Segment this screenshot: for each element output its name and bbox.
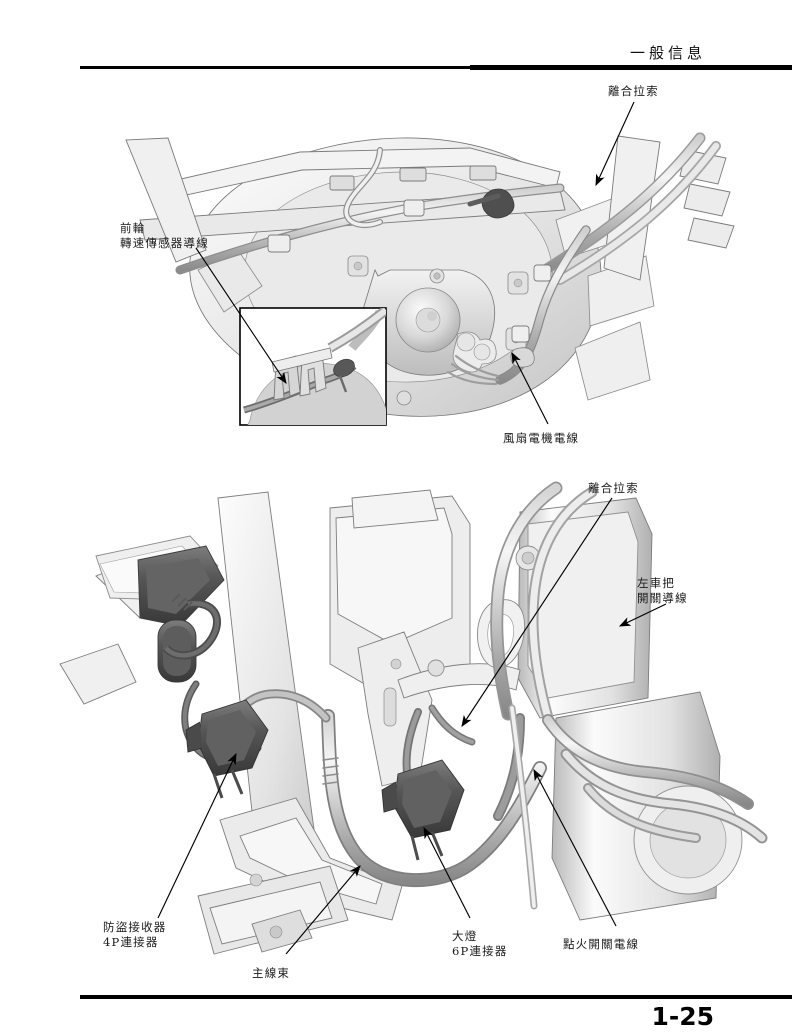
leader-lines bbox=[195, 101, 635, 425]
header-divider bbox=[80, 66, 792, 69]
callout-line: 點火開關電線 bbox=[563, 937, 640, 951]
page-title: 一般信息 bbox=[629, 44, 706, 62]
leader-left-handlebar-switch-wire bbox=[618, 603, 667, 627]
connector-art bbox=[185, 699, 465, 861]
leader-front-wheel-sensor bbox=[195, 247, 287, 384]
ignition-coil-art bbox=[95, 535, 225, 683]
callout-fan-motor-wire: 風扇電機電線 bbox=[503, 431, 579, 446]
figure-harness-connector-routing bbox=[0, 468, 796, 988]
leader-clutch-cable-lower bbox=[461, 497, 613, 727]
figure-front-wheel-sensor-routing bbox=[0, 80, 796, 460]
callout-line: 離合拉索 bbox=[588, 481, 639, 495]
callout-antitheft-receiver-4p-connector: 防盜接收器 4P連接器 bbox=[103, 920, 167, 950]
page-number: 1-25 bbox=[651, 1002, 714, 1031]
callout-line: 開關導線 bbox=[637, 591, 688, 605]
leader-main-harness bbox=[285, 865, 361, 955]
callout-line: 主線束 bbox=[252, 966, 291, 980]
leader-ignition-switch-wire bbox=[533, 768, 617, 927]
callout-line: 離合拉索 bbox=[608, 84, 659, 98]
footer-divider bbox=[80, 995, 792, 999]
header-divider-accent bbox=[470, 65, 792, 70]
frame-art bbox=[59, 489, 743, 955]
inset-detail-box bbox=[239, 307, 387, 426]
callout-line: 防盜接收器 bbox=[103, 920, 167, 934]
leader-headlight-6p-connector bbox=[423, 826, 471, 919]
leader-clutch-cable-top bbox=[595, 101, 635, 187]
connector-antitheft-4p bbox=[185, 699, 269, 799]
callout-line: 4P連接器 bbox=[103, 935, 159, 949]
leader-antitheft-4p-connector bbox=[157, 752, 237, 919]
callout-line: 左車把 bbox=[637, 576, 676, 590]
connector-headlight-6p bbox=[381, 759, 465, 861]
callout-line: 轉速傳感器導線 bbox=[120, 236, 209, 250]
cable-routing-art bbox=[175, 132, 721, 386]
callout-ignition-switch-wire: 點火開關電線 bbox=[563, 937, 639, 952]
callout-line: 6P連接器 bbox=[452, 944, 508, 958]
callout-clutch-cable-top: 離合拉索 bbox=[608, 84, 659, 99]
callout-clutch-cable-lower: 離合拉索 bbox=[588, 481, 639, 496]
callout-left-handlebar-switch-wire: 左車把 開關導線 bbox=[637, 576, 688, 606]
leader-fan-motor-wire bbox=[511, 351, 549, 425]
callout-front-wheel-speed-sensor-wire: 前輪 轉速傳感器導線 bbox=[120, 221, 209, 251]
callout-line: 前輪 bbox=[120, 221, 146, 235]
callout-headlight-6p-connector: 大燈 6P連接器 bbox=[452, 929, 508, 959]
leader-lines bbox=[157, 497, 667, 955]
callout-line: 大燈 bbox=[452, 929, 478, 943]
callout-line: 風扇電機電線 bbox=[503, 431, 580, 445]
callout-main-wire-harness: 主線束 bbox=[252, 966, 290, 981]
